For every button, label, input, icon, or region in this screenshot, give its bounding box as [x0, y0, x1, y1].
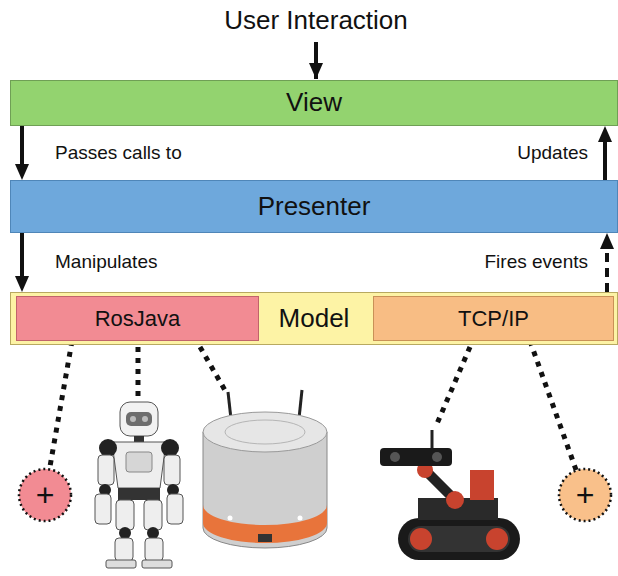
connection-line	[530, 341, 576, 471]
manipulate-arrow	[20, 233, 24, 276]
circle-shape	[559, 469, 611, 521]
input-label: User Interaction	[224, 6, 408, 36]
node-text: RosJava	[95, 306, 181, 331]
node-text: TCP/IP	[458, 306, 529, 331]
humanoid-robot	[95, 402, 183, 568]
edge-label: Updates	[517, 142, 588, 164]
rosjava-box: RosJava	[16, 296, 259, 341]
circle-shape	[19, 469, 71, 521]
node-text: View	[286, 88, 342, 118]
node-text: Presenter	[258, 192, 371, 222]
tcpip-box: TCP/IP	[373, 296, 614, 341]
presenter-band: Presenter	[10, 180, 618, 233]
node-text: +	[36, 477, 55, 514]
edge-label: Passes calls to	[55, 142, 182, 164]
plus-circle: +	[557, 467, 613, 523]
edge-label: Fires events	[485, 251, 588, 273]
edge-label: Manipulates	[55, 251, 157, 273]
tracked-robot	[380, 430, 520, 560]
leader-lines	[138, 347, 470, 426]
mobile-base-robot	[203, 390, 327, 548]
input-arrow	[314, 42, 318, 79]
plus-circle: +	[17, 467, 73, 523]
model-band: Model RosJava TCP/IP	[10, 292, 618, 345]
connection-line	[49, 341, 72, 469]
node-text: +	[576, 477, 595, 514]
node-text: Model	[279, 304, 350, 334]
call-arrow	[20, 126, 24, 164]
view-band: View	[10, 80, 618, 126]
update-arrow	[603, 142, 607, 180]
event-arrow	[605, 249, 609, 292]
